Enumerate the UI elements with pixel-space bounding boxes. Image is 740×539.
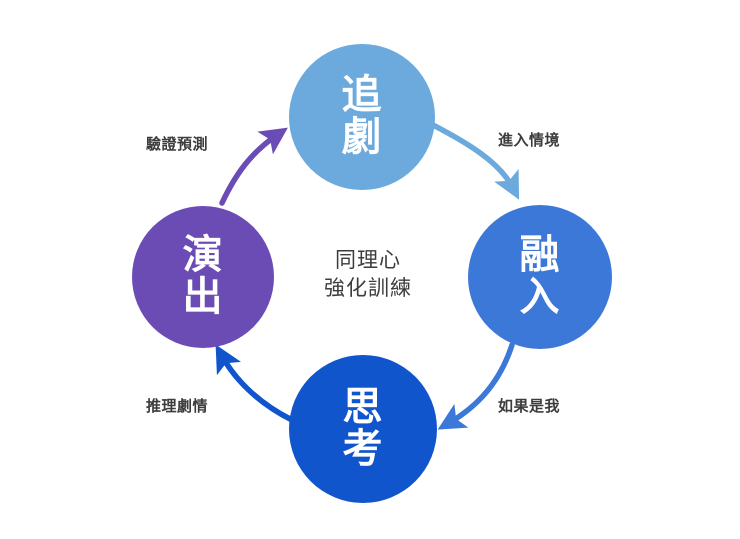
node-perform[interactable]: 演出 xyxy=(132,206,274,348)
arrow-label-if-it-were-me: 如果是我 xyxy=(498,398,561,415)
arrow-label-deduce-plot: 推理劇情 xyxy=(146,398,209,415)
node-chase-drama[interactable]: 追劇 xyxy=(289,44,435,190)
node-chase-drama-label: 追劇 xyxy=(341,73,383,159)
arrow-if-it-were-me xyxy=(437,342,515,430)
node-think-label: 思考 xyxy=(342,385,384,471)
center-caption-line-1: 同理心 xyxy=(335,249,401,272)
node-immerse[interactable]: 融入 xyxy=(468,205,612,349)
arrow-label-verify-prediction: 驗證預測 xyxy=(146,136,209,153)
node-immerse-label: 融入 xyxy=(519,233,561,319)
arrow-enter-situation xyxy=(428,121,520,200)
arrow-deduce-plot xyxy=(215,344,295,423)
arrow-label-enter-situation: 進入情境 xyxy=(498,132,561,149)
center-caption: 同理心 強化訓練 xyxy=(293,247,443,304)
node-think[interactable]: 思考 xyxy=(289,355,437,503)
node-perform-label: 演出 xyxy=(182,233,224,319)
center-caption-line-2: 強化訓練 xyxy=(324,277,412,301)
arrow-verify-prediction xyxy=(219,127,288,206)
